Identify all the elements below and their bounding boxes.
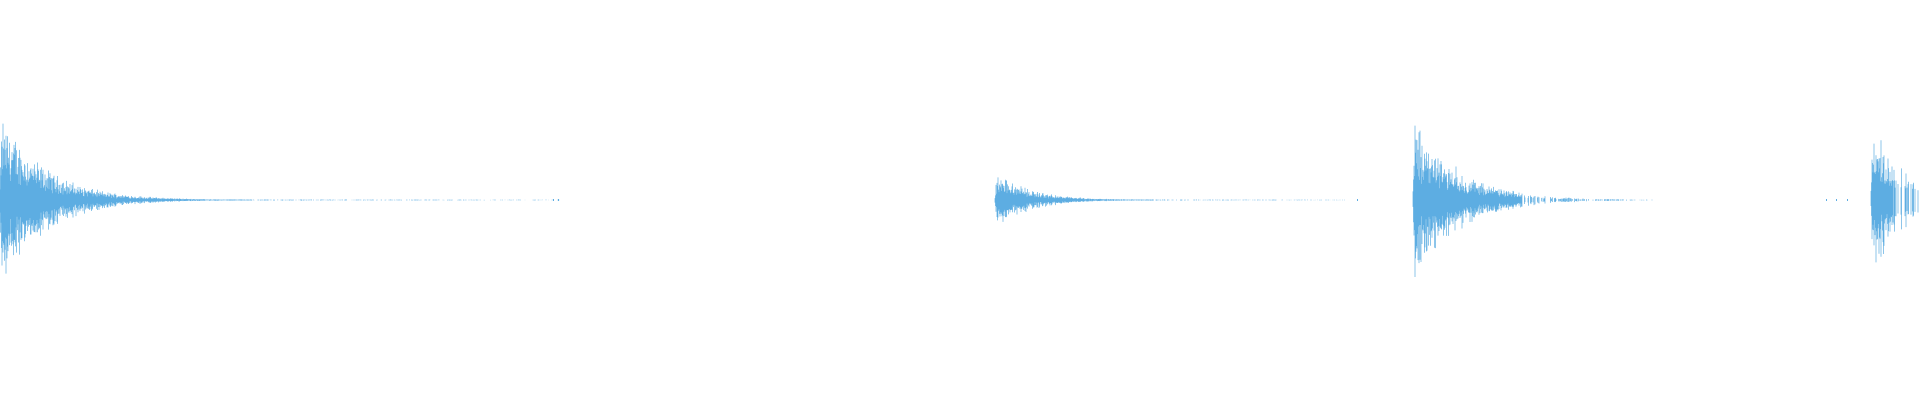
waveform-series [0,123,1919,277]
waveform-burst-2 [994,177,1345,222]
waveform-dot-6 [1847,199,1848,201]
waveform-dot-5 [1836,199,1837,201]
waveform-burst-3 [1412,125,1653,277]
waveform-burst-4 [1870,140,1919,263]
waveform-dot-3 [1357,199,1358,201]
waveform-dot-1 [553,199,554,201]
waveform-burst-1 [0,123,560,274]
waveform-dot-4 [1826,199,1827,201]
waveform-dot-2 [558,199,559,201]
